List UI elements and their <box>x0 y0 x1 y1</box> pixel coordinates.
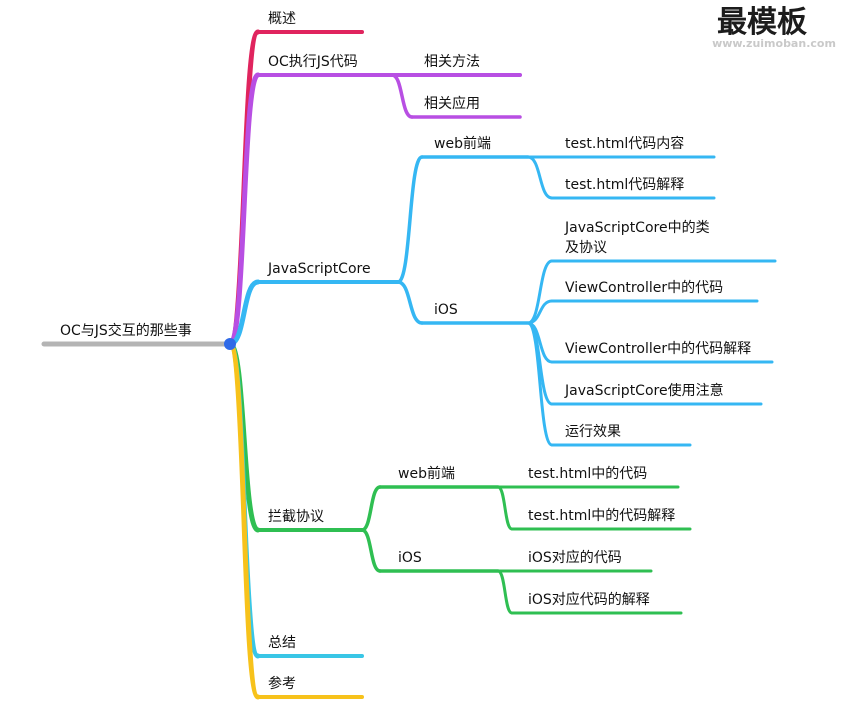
root-label[interactable]: OC与JS交互的那些事 <box>60 322 192 339</box>
branch-label[interactable]: 参考 <box>268 675 296 692</box>
subbranch-connector <box>396 155 424 284</box>
leaf-label[interactable]: JavaScriptCore使用注意 <box>564 382 724 399</box>
subbranch-label[interactable]: web前端 <box>398 465 455 482</box>
leaf-label[interactable]: 运行效果 <box>565 424 621 440</box>
subbranch-label[interactable]: iOS <box>398 550 422 566</box>
branch-label[interactable]: 概述 <box>268 11 296 27</box>
branch-label[interactable]: 总结 <box>268 635 296 651</box>
watermark-logo: 最模板 www.zuimoban.com <box>712 5 836 50</box>
leaf-label[interactable]: test.html中的代码解释 <box>528 508 675 524</box>
subbranch-label[interactable]: 相关应用 <box>424 95 480 112</box>
branch-label[interactable]: JavaScriptCore <box>267 261 371 277</box>
leaf-label[interactable]: iOS对应的代码 <box>528 549 622 566</box>
leaf-label[interactable]: ViewController中的代码解释 <box>565 341 751 357</box>
branch-connector <box>227 72 261 347</box>
subbranch-connector <box>390 73 414 119</box>
subbranch-connector <box>360 485 382 532</box>
watermark-main-text: 最模板 <box>717 5 807 40</box>
leaf-connector <box>526 155 554 200</box>
subbranch-label[interactable]: iOS <box>434 302 458 318</box>
branch-label[interactable]: OC执行JS代码 <box>268 54 358 70</box>
branch-label[interactable]: 拦截协议 <box>268 509 324 525</box>
subbranch-label[interactable]: web前端 <box>434 135 491 152</box>
subbranch-connector <box>360 528 382 573</box>
leaf-label[interactable]: test.html代码解释 <box>565 177 684 193</box>
leaf-connector <box>526 321 554 447</box>
subbranch-label[interactable]: 相关方法 <box>424 54 480 70</box>
leaf-label[interactable]: test.html中的代码 <box>528 466 647 482</box>
leaf-label[interactable]: JavaScriptCore中的类及协议 <box>564 220 710 256</box>
root-node-dot[interactable] <box>224 338 236 350</box>
leaf-label[interactable]: test.html代码内容 <box>565 135 684 152</box>
leaf-label[interactable]: ViewController中的代码 <box>565 280 723 296</box>
leaf-connector <box>496 569 514 615</box>
subbranch-connector <box>396 280 424 325</box>
watermark-sub-text: www.zuimoban.com <box>712 37 836 50</box>
leaf-connector <box>496 485 514 531</box>
branch-connector <box>227 341 261 700</box>
leaf-label[interactable]: iOS对应代码的解释 <box>528 591 650 608</box>
